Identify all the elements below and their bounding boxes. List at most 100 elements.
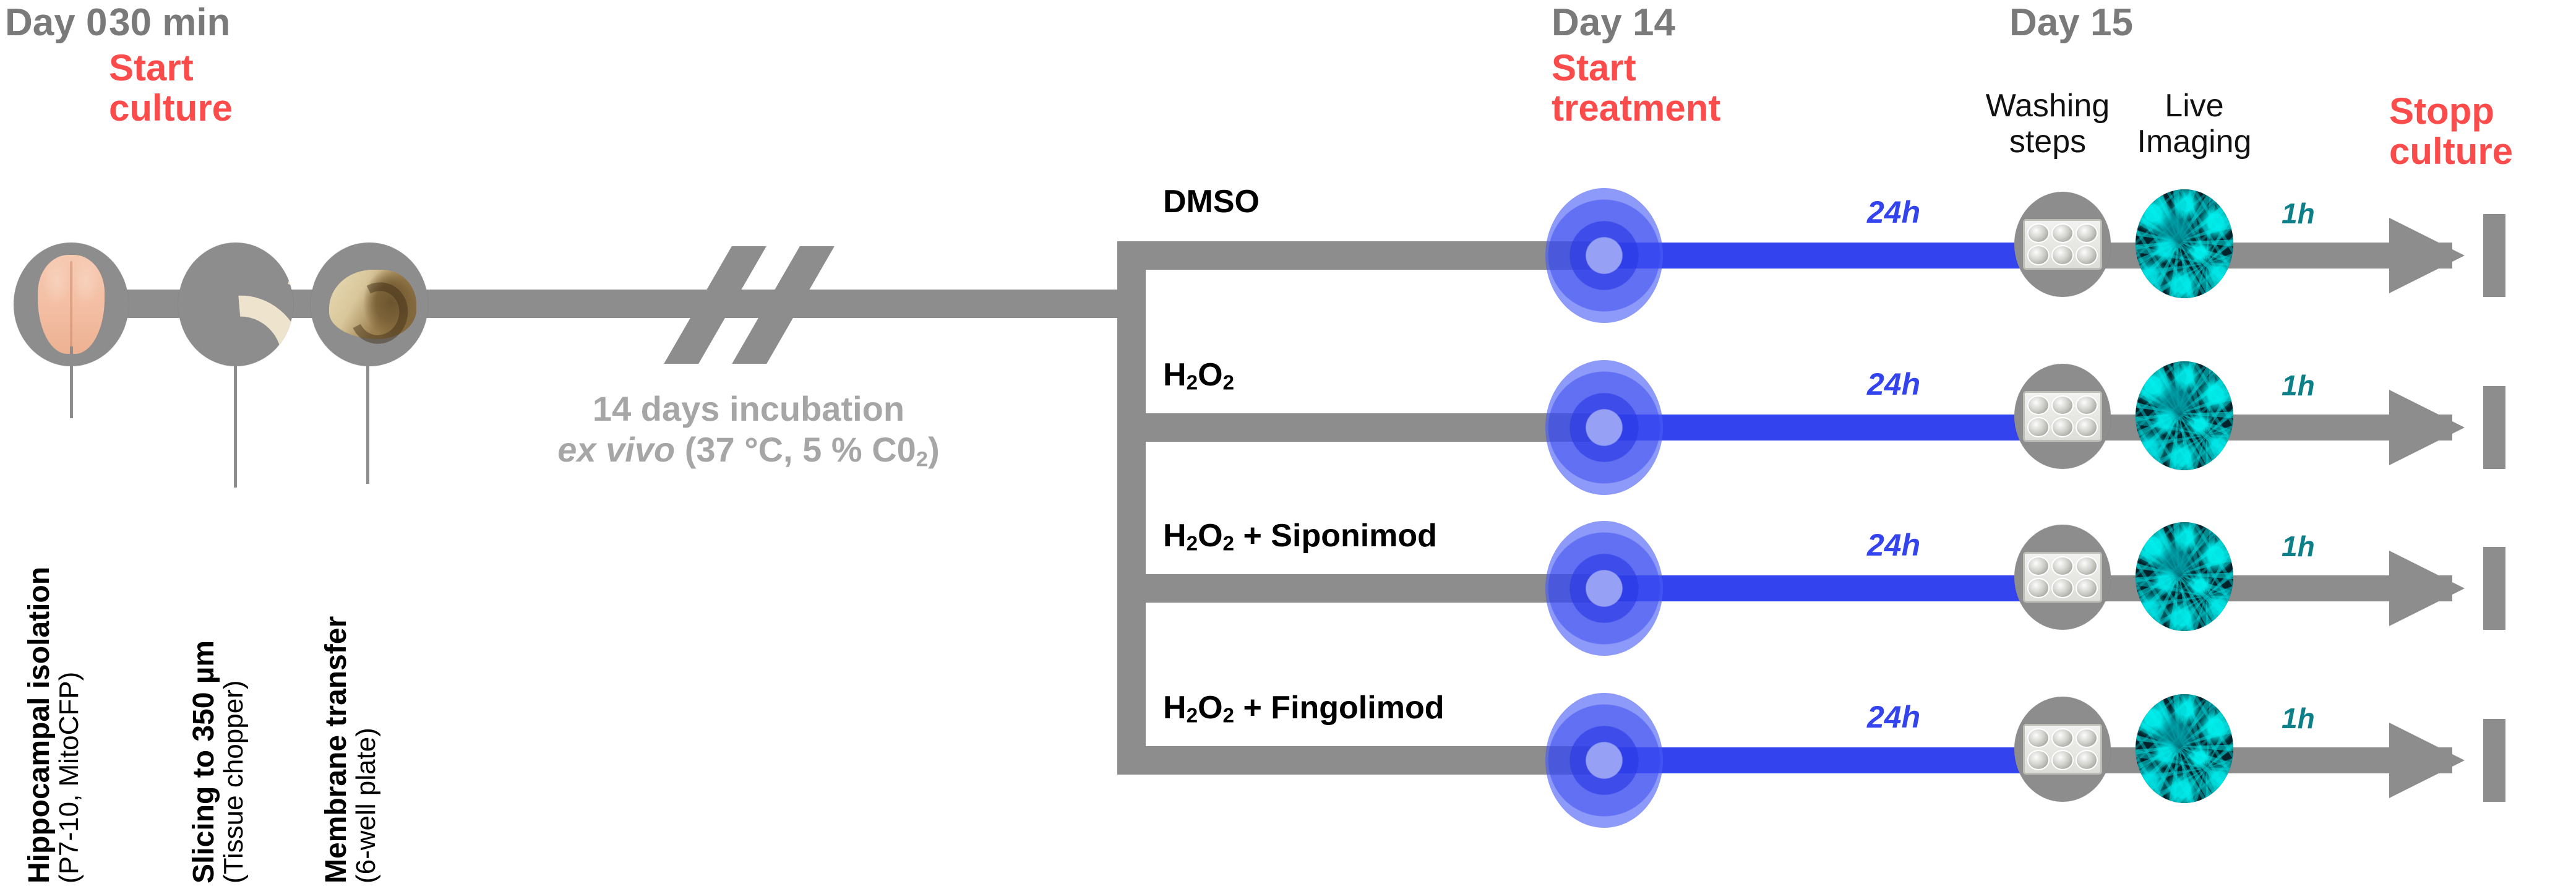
- row-bar-grey-fingolimod: [1117, 746, 1600, 775]
- end-bar-h2o2: [2483, 386, 2505, 469]
- arrow-head-icon-h2o2: [2389, 390, 2465, 465]
- timepoint-label-day14: Day 14: [1552, 1, 1675, 44]
- plate-well: [2027, 728, 2050, 749]
- event-label-start-treatment: Start treatment: [1552, 47, 1721, 129]
- six-well-plate-icon-dmso: [2014, 192, 2111, 297]
- fluorescence-imaging-icon-h2o2: [2136, 361, 2233, 470]
- step-caption-slicing-main: Slicing to 350 µm: [187, 640, 220, 883]
- treatment-row-label-dmso-text: DMSO: [1163, 184, 1260, 220]
- treatment-row-label-dmso: DMSO: [1163, 186, 1260, 218]
- plate-well: [2027, 223, 2050, 244]
- treatment-drop-icon-fingolimod: [1545, 693, 1663, 828]
- plate-well: [2051, 728, 2074, 749]
- stem-line-isolation: [70, 346, 73, 418]
- row-bar-blue-h2o2: [1600, 415, 2028, 441]
- duration-label-24h-siponimod: 24h: [1867, 528, 1921, 562]
- step-caption-slicing: Slicing to 350 µm (Tissue chopper): [187, 640, 249, 884]
- event-label-stopp-culture: Stopp culture: [2389, 90, 2514, 172]
- arrow-head-icon-siponimod: [2389, 551, 2465, 626]
- row-bar-blue-dmso: [1600, 243, 2028, 269]
- step-caption-transfer: Membrane transfer (6-well plate): [320, 616, 381, 883]
- treatment-row-label-siponimod-text: H2O2 + Siponimod: [1163, 518, 1437, 556]
- arrow-head-icon-fingolimod: [2389, 723, 2465, 798]
- arrow-head-icon-dmso: [2389, 218, 2465, 293]
- timepoint-label-day15: Day 15: [2009, 1, 2133, 44]
- treatment-row-label-h2o2: H2O2: [1163, 359, 1234, 393]
- plate-well: [2027, 245, 2050, 265]
- branch-bracket-vertical: [1117, 241, 1146, 767]
- plate-well: [2027, 395, 2050, 416]
- brain-icon: [14, 243, 129, 366]
- six-well-plate-icon-siponimod: [2014, 525, 2111, 630]
- row-bar-grey-siponimod: [1117, 574, 1600, 603]
- plate-well: [2051, 556, 2074, 577]
- stem-line-transfer: [366, 346, 369, 484]
- plate-well: [2075, 750, 2098, 770]
- hippocampal-slices-icon: [178, 243, 293, 366]
- row-bar-blue-fingolimod: [1600, 747, 2028, 773]
- duration-label-1h-dmso: 1h: [2282, 197, 2315, 230]
- plate-well: [2075, 556, 2098, 577]
- incubation-note: 14 days incubation ex vivo (37 °C, 5 % C…: [520, 389, 977, 473]
- plate-well: [2075, 728, 2098, 749]
- step-caption-transfer-sub: (6-well plate): [351, 728, 381, 883]
- six-well-plate-icon-h2o2: [2014, 364, 2111, 469]
- treatment-row-label-h2o2-text: H2O2: [1163, 357, 1235, 395]
- treatment-drop-icon-dmso: [1545, 188, 1663, 323]
- event-label-live-imaging: Live Imaging: [2137, 88, 2252, 160]
- six-well-plate-icon-fingolimod: [2014, 697, 2111, 802]
- row-bar-grey-dmso: [1117, 241, 1600, 270]
- plate-well: [2075, 223, 2098, 244]
- plate-well: [2027, 556, 2050, 577]
- row-bar-grey-h2o2: [1117, 413, 1600, 442]
- fluorescence-imaging-icon-dmso: [2136, 189, 2233, 298]
- duration-label-24h-fingolimod: 24h: [1867, 700, 1921, 734]
- incubation-conditions-b: ): [928, 430, 940, 470]
- plate-well: [2027, 578, 2050, 598]
- duration-label-24h-dmso: 24h: [1867, 195, 1921, 230]
- end-bar-siponimod: [2483, 547, 2505, 630]
- plate-well: [2051, 223, 2074, 244]
- incubation-conditions-a: (37 °C, 5 % C0: [675, 430, 916, 470]
- step-caption-isolation-main: Hippocampal isolation: [23, 566, 56, 883]
- plate-well: [2075, 417, 2098, 437]
- plate-well: [2051, 578, 2074, 598]
- end-bar-fingolimod: [2483, 719, 2505, 802]
- duration-label-1h-siponimod: 1h: [2282, 530, 2315, 562]
- step-caption-slicing-sub: (Tissue chopper): [218, 680, 249, 884]
- fluorescence-imaging-icon-fingolimod: [2136, 694, 2233, 803]
- step-caption-isolation: Hippocampal isolation (P7-10, MitoCFP): [23, 566, 84, 883]
- plate-well: [2051, 395, 2074, 416]
- duration-label-1h-h2o2: 1h: [2282, 369, 2315, 402]
- treatment-row-label-fingolimod-text: H2O2 + Fingolimod: [1163, 690, 1445, 728]
- incubation-note-line1: 14 days incubation: [592, 389, 905, 428]
- plate-well: [2027, 417, 2050, 437]
- plate-well: [2051, 750, 2074, 770]
- incubation-ex-vivo: ex vivo: [557, 430, 676, 470]
- treatment-row-label-fingolimod: H2O2 + Fingolimod: [1163, 692, 1444, 726]
- event-label-start-culture: Start culture: [109, 47, 233, 129]
- timepoint-label-30min: 30 min: [109, 1, 231, 44]
- stem-line-slicing: [234, 346, 237, 488]
- plate-well: [2051, 417, 2074, 437]
- plate-well: [2027, 750, 2050, 770]
- plate-well: [2075, 245, 2098, 265]
- incubation-conditions-sub: 2: [916, 447, 929, 471]
- timepoint-label-day0: Day 0: [5, 1, 108, 44]
- plate-well: [2075, 395, 2098, 416]
- membrane-slice-icon: [311, 243, 428, 366]
- duration-label-24h-h2o2: 24h: [1867, 367, 1921, 402]
- incubation-note-line2: ex vivo (37 °C, 5 % C02): [520, 429, 977, 473]
- plate-well: [2075, 578, 2098, 598]
- plate-well: [2051, 245, 2074, 265]
- step-caption-transfer-main: Membrane transfer: [320, 616, 353, 883]
- treatment-row-label-siponimod: H2O2 + Siponimod: [1163, 520, 1437, 554]
- duration-label-1h-fingolimod: 1h: [2282, 702, 2315, 734]
- fluorescence-imaging-icon-siponimod: [2136, 522, 2233, 631]
- treatment-drop-icon-h2o2: [1545, 360, 1663, 495]
- treatment-drop-icon-siponimod: [1545, 521, 1663, 656]
- row-bar-blue-siponimod: [1600, 575, 2028, 601]
- step-caption-isolation-sub: (P7-10, MitoCFP): [54, 671, 84, 883]
- end-bar-dmso: [2483, 214, 2505, 297]
